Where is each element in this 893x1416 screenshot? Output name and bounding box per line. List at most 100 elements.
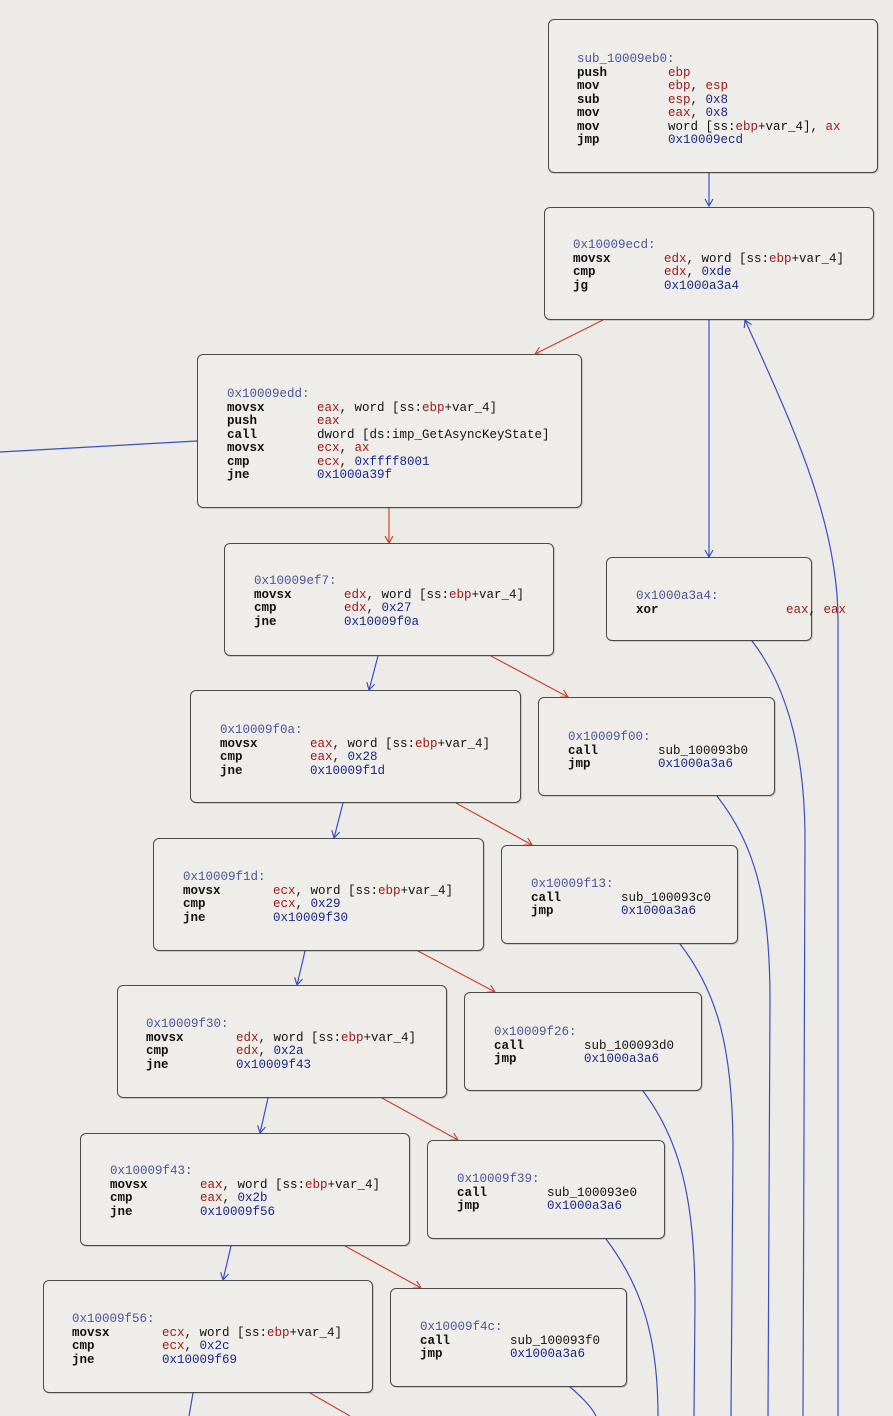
operand-text: , word [ss: <box>686 251 770 266</box>
immediate-operand[interactable]: 0x1000a39f <box>317 468 393 482</box>
mnemonic: mov <box>577 119 600 134</box>
operands: ecx, ax <box>317 441 370 456</box>
immediate-operand[interactable]: 0x10009ecd <box>668 133 744 147</box>
immediate-operand[interactable]: 0x1000a3a6 <box>547 1199 623 1213</box>
block-label: 0x10009f4c: <box>420 1320 503 1334</box>
mnemonic: sub <box>577 92 600 107</box>
mnemonic: call <box>457 1185 488 1200</box>
operands: 0x1000a3a6 <box>658 757 734 772</box>
instruction-row: jne 0x10009f69 <box>72 1352 342 1368</box>
immediate-operand[interactable]: 0x28 <box>347 750 378 764</box>
register-operand: eax <box>310 750 333 764</box>
register-operand: edx <box>664 265 687 279</box>
immediate-operand[interactable]: 0x2b <box>237 1191 268 1205</box>
mnemonic: movsx <box>146 1030 184 1045</box>
block-label: 0x10009f0a: <box>220 723 303 737</box>
operand-text: , <box>690 92 706 107</box>
register-operand: eax <box>317 414 340 428</box>
immediate-operand[interactable]: 0x2c <box>199 1339 230 1353</box>
operands: eax, word [ss:ebp+var_4] <box>317 400 497 416</box>
operand-text: word [ss: <box>668 119 736 134</box>
operand-text: , word [ss: <box>222 1177 306 1192</box>
immediate-operand[interactable]: 0xffff8001 <box>354 454 430 469</box>
immediate-operand[interactable]: 0x1000a3a6 <box>510 1347 586 1361</box>
immediate-operand[interactable]: 0x29 <box>310 897 341 911</box>
edge-f1d-to-f30 <box>294 950 306 987</box>
immediate-operand[interactable]: 0x1000a3a4 <box>664 278 740 293</box>
immediate-operand[interactable]: 0x10009f30 <box>273 910 349 925</box>
mnemonic: jne <box>72 1352 95 1367</box>
operand-text: sub_100093b0 <box>658 743 749 758</box>
immediate-operand[interactable]: 0x10009f0a <box>344 614 420 629</box>
mnemonic: jmp <box>568 757 591 771</box>
operand-text: , <box>184 1339 200 1353</box>
mnemonic: call <box>227 427 258 442</box>
instruction-row: sub esp, 0x8 <box>577 92 841 108</box>
immediate-operand[interactable]: 0x10009f43 <box>236 1057 312 1072</box>
operands: eax, word [ss:ebp+var_4] <box>200 1177 380 1193</box>
instruction-row: movsx eax, word [ss:ebp+var_4] <box>110 1177 380 1193</box>
operands: edx, 0xde <box>664 265 732 280</box>
operand-text: , word [ss: <box>184 1325 268 1340</box>
mnemonic: jmp <box>577 133 600 147</box>
block-label: 0x10009f1d: <box>183 870 266 884</box>
immediate-operand[interactable]: 0x10009f69 <box>162 1352 238 1367</box>
operands: eax, 0x8 <box>668 106 729 121</box>
operands: eax, eax <box>786 602 847 618</box>
mnemonic: movsx <box>227 400 265 415</box>
edge-ef7-to-f00 <box>490 655 570 698</box>
operand-text: , <box>222 1191 238 1205</box>
immediate-operand[interactable]: 0x8 <box>705 92 729 107</box>
register-operand: ebp <box>378 883 401 898</box>
immediate-operand[interactable]: 0x8 <box>705 106 729 120</box>
operand-text: +var_4] <box>289 1325 343 1340</box>
edge-f1d-to-f26 <box>417 950 497 993</box>
immediate-operand[interactable]: 0x10009f1d <box>310 763 386 778</box>
operand-text: , <box>686 265 702 279</box>
edge-f0a-to-f1d <box>331 802 344 840</box>
immediate-operand[interactable]: 0x2a <box>273 1044 304 1058</box>
register-operand: eax <box>200 1191 223 1205</box>
mnemonic: call <box>494 1038 525 1053</box>
immediate-operand[interactable]: 0x1000a3a6 <box>658 757 734 771</box>
immediate-operand[interactable]: 0xde <box>701 265 732 279</box>
register-operand: edx <box>664 251 687 266</box>
mnemonic: jmp <box>457 1199 480 1213</box>
register-operand: eax <box>317 400 340 415</box>
operands: esp, 0x8 <box>668 92 729 108</box>
block-label: 0x10009ecd: <box>573 238 656 252</box>
register-operand: eax <box>823 602 847 617</box>
immediate-operand[interactable]: 0x27 <box>381 601 412 615</box>
mnemonic: call <box>568 743 599 758</box>
immediate-operand[interactable]: 0x10009f56 <box>200 1204 276 1219</box>
register-operand: ebp <box>735 119 759 134</box>
immediate-operand[interactable]: 0x1000a3a6 <box>621 904 697 918</box>
register-operand: ebp <box>769 251 792 266</box>
immediate-operand[interactable]: 0x1000a3a6 <box>584 1052 660 1066</box>
mnemonic: cmp <box>146 1044 169 1058</box>
mnemonic: jmp <box>494 1052 517 1066</box>
register-operand: ebp <box>422 400 445 415</box>
block-label: 0x10009f39: <box>457 1172 540 1186</box>
operand-text: , word [ss: <box>339 400 423 415</box>
mnemonic: movsx <box>110 1177 148 1192</box>
